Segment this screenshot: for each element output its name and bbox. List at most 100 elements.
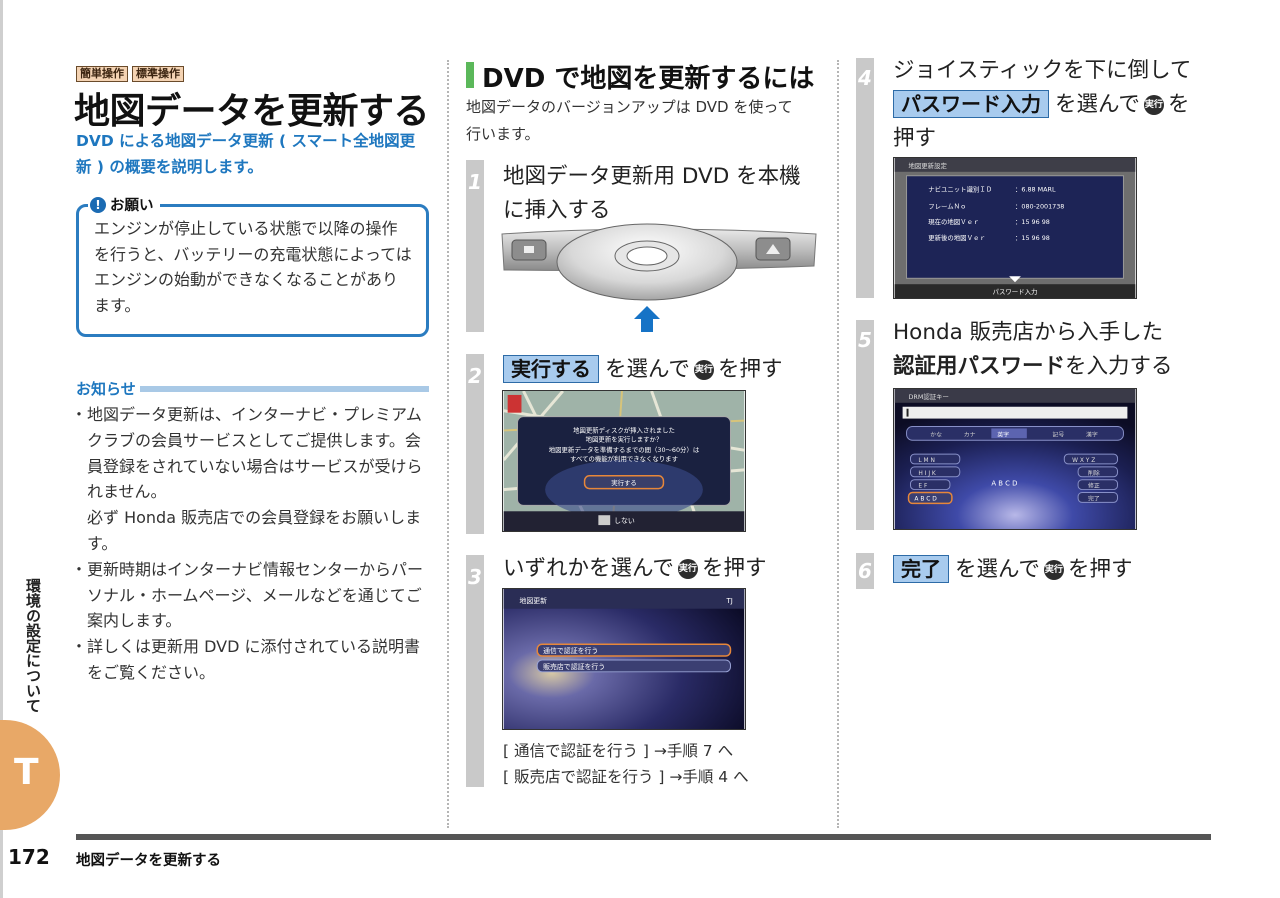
dialog-line: 地図更新ディスクが挿入されました: [573, 425, 675, 434]
step-6-text: 完了を選んで実行を押す: [893, 553, 1132, 587]
keyboard-key-selected: A B C D: [914, 496, 937, 502]
arrow-up-icon: [634, 306, 660, 332]
screen-corner-label: TJ: [726, 597, 733, 605]
section-title: DVD で地図を更新するには: [482, 64, 815, 94]
step-strip: [466, 354, 484, 534]
info-row-label: 更新後の地図Ｖｅｒ: [928, 233, 986, 242]
execute-knob-icon: 実行: [693, 360, 714, 380]
step-strip: [856, 58, 874, 298]
step-number: 1: [468, 170, 482, 194]
execute-knob-icon: 実行: [677, 559, 698, 579]
option-text: 販売店で認証を行う: [543, 662, 605, 671]
chapter-badge-letter: T: [14, 752, 39, 793]
exclamation-icon: !: [90, 196, 106, 213]
keyboard-tab-active: 英字: [997, 430, 1009, 438]
keyboard-key: 削除: [1088, 469, 1100, 477]
step-5-text: Honda 販売店から入手した 認証用パスワードを入力する: [893, 320, 1173, 379]
step-strip: [856, 320, 874, 530]
keyboard-key: H I J K: [918, 471, 936, 477]
step-number: 3: [468, 565, 482, 589]
step-strip: [466, 160, 484, 332]
screen-title: 地図更新設定: [909, 161, 948, 170]
option-text: 通信で認証を行う: [543, 646, 598, 655]
step-strip: [466, 555, 484, 787]
auth-password-emphasis: 認証用パスワード: [893, 354, 1066, 379]
page-edge: [0, 0, 3, 898]
footer-rule: [76, 834, 1211, 840]
option-communication: [536, 643, 732, 657]
tag-standard: 標準操作: [132, 66, 184, 82]
keyboard-key: L M N: [918, 458, 935, 464]
dialog-cancel-label: しない: [614, 517, 635, 525]
column-divider: [447, 60, 449, 828]
screen-password-keyboard: DRM認証キー かな カナ 英字 記号 漢字 L M N H I J K E F…: [893, 388, 1137, 530]
dialog-line: 地図更新を実行しますか？: [586, 434, 663, 443]
info-list: 地図データ更新は、インターナビ・プレミアムクラブの会員サービスとしてご提供します…: [71, 402, 431, 686]
dialog-line: すべての機能が利用できなくなります: [570, 454, 678, 463]
option-dealer: [536, 659, 731, 673]
step-number: 6: [858, 559, 872, 583]
keyboard-center-letters: A B C D: [991, 480, 1017, 488]
execute-knob-icon: 実行: [1043, 560, 1064, 580]
screen-title: DRM認証キー: [909, 392, 949, 401]
list-item: 地図データ更新は、インターナビ・プレミアムクラブの会員サービスとしてご提供します…: [71, 402, 431, 557]
step-3-branches: [ 通信で認証を行う ] →手順 7 へ [ 販売店で認証を行う ] →手順 4…: [503, 738, 749, 790]
step-number: 4: [858, 66, 872, 90]
footer-title: 地図データを更新する: [76, 853, 221, 869]
keyboard-key: E F: [918, 484, 928, 490]
page-title: 地図データを更新する: [74, 91, 430, 132]
info-item-text: 地図データ更新は、インターナビ・プレミアムクラブの会員サービスとしてご提供します…: [87, 405, 423, 502]
notice-text: エンジンが停止している状態で以降の操作を行うと、バッテリーの充電状態によってはエ…: [94, 219, 412, 315]
info-heading: お知らせ: [76, 378, 140, 399]
column-divider: [837, 60, 839, 828]
info-row-label: フレームＮｏ: [928, 202, 966, 210]
info-row-value: ：15 96 98: [1015, 234, 1050, 242]
dvd-insert-illustration: [501, 223, 817, 332]
info-row-label: ナビユニット識別ＩＤ: [928, 185, 992, 194]
password-input-button-label: パスワード入力: [893, 90, 1049, 118]
branch-line: [ 販売店で認証を行う ] →手順 4 へ: [503, 768, 749, 786]
keyboard-tab: カナ: [964, 431, 976, 438]
list-item: 更新時期はインターナビ情報センターからパーソナル・ホームページ、メールなどを通じ…: [71, 557, 431, 634]
section-bar: [466, 62, 474, 88]
compass-icon: [507, 394, 522, 413]
keyboard-tab: 記号: [1052, 430, 1064, 438]
info-row-label: 現在の地図Ｖｅｒ: [928, 217, 979, 226]
info-row-value: ：6.88 MARL: [1015, 186, 1056, 194]
screen-update-dialog: 地図更新ディスクが挿入されました 地図更新を実行しますか？ 地図更新データを準備…: [502, 390, 746, 532]
dialog-button-text: 実行する: [611, 478, 637, 487]
branch-line: [ 通信で認証を行う ] →手順 7 へ: [503, 742, 734, 760]
keyboard-tab: 漢字: [1086, 430, 1098, 438]
done-button-label: 完了: [893, 555, 949, 583]
tag-easy: 簡単操作: [76, 66, 128, 82]
page-subtitle: DVD による地図データ更新 ( スマート全地図更新 ) の概要を説明します。: [76, 132, 416, 176]
dialog-line: 地図更新データを準備するまでの間（30～60分）は: [549, 445, 700, 454]
step-strip: [856, 553, 874, 589]
screen-auth-select: 地図更新 TJ 通信で認証を行う 販売店で認証を行う: [502, 588, 746, 730]
arrow-down-icon: [1009, 276, 1021, 283]
page-number: 172: [8, 845, 50, 869]
mode-tags: 簡単操作標準操作: [76, 62, 188, 82]
execute-button-label: 実行する: [503, 355, 599, 383]
info-row-value: ：15 96 98: [1015, 218, 1050, 226]
notice-box: [76, 204, 429, 337]
step-1-text: 地図データ更新用 DVD を本機に挿入する: [503, 164, 801, 223]
step-number: 2: [468, 364, 482, 388]
notice-label: ! お願い: [88, 194, 160, 215]
step-number: 5: [858, 328, 872, 352]
info-item-extra: 必ず Honda 販売店での会員登録をお願いします。: [87, 508, 422, 553]
info-item-text: 更新時期はインターナビ情報センターからパーソナル・ホームページ、メールなどを通じ…: [87, 559, 424, 631]
dialog-execute-button: [583, 475, 665, 490]
keyboard-key: 完了: [1088, 494, 1100, 502]
step-3-text: いずれかを選んで実行を押す: [503, 556, 767, 581]
step-4-text: ジョイスティックを下に倒して パスワード入力を選んで実行を 押す: [893, 58, 1192, 151]
execute-knob-icon: 実行: [1143, 95, 1164, 115]
section-intro: 地図データのバージョンアップは DVD を使って行います。: [466, 98, 793, 143]
keyboard-key: 修正: [1088, 482, 1100, 490]
keyboard-key: W X Y Z: [1072, 458, 1095, 464]
chapter-side-label: 環境の設定について: [24, 578, 42, 713]
list-item: 詳しくは更新用 DVD に添付されている説明書をご覧ください。: [71, 634, 431, 686]
keyboard-tab: かな: [930, 431, 942, 438]
info-row-value: ：080-2001738: [1015, 202, 1064, 210]
step-2-text: 実行するを選んで実行を押す: [503, 353, 782, 387]
